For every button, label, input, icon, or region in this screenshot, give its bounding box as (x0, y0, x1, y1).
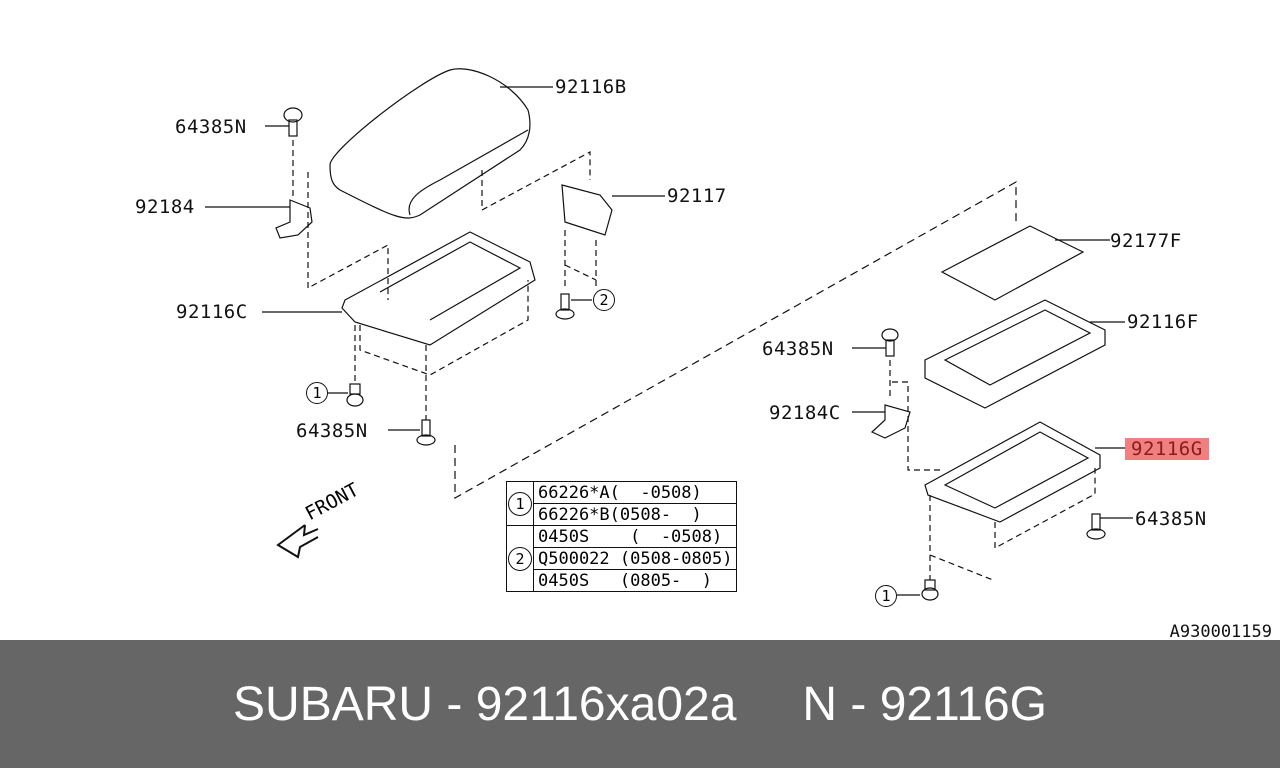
table-row: 66226*B(0508- ) (507, 503, 738, 526)
footer-banner: SUBARU - 92116xa02a N - 92116G (0, 640, 1280, 768)
clip-92184 (205, 140, 389, 300)
label-64385N-topleft: 64385N (175, 116, 247, 138)
tray-92116F (924, 299, 1125, 409)
callout-1-left: 1 (306, 382, 328, 404)
table-row: 2 0450S ( -0508) (506, 525, 738, 592)
label-64385N-bottomright: 64385N (1135, 508, 1207, 530)
label-92177F: 92177F (1110, 230, 1182, 252)
notes-cell: Q500022 (0508-0805) (532, 547, 738, 570)
callout-1-right: 1 (875, 585, 897, 607)
label-92116F: 92116F (1127, 311, 1199, 333)
reference-number: N - 92116G (802, 677, 1047, 731)
screw-2 (555, 293, 592, 320)
notes-key-1: 1 (506, 481, 534, 526)
bolt-1-left (328, 325, 427, 420)
table-row: 1 66226*A( -0508) (506, 481, 738, 526)
notes-table: 1 66226*A( -0508) 66226*B(0508- ) 2 0450… (506, 481, 738, 592)
diagram-drawing (205, 68, 1133, 601)
tray-92116G (924, 421, 1125, 581)
figure-id: A930001159 (1169, 622, 1272, 642)
parts-diagram: 92116B 64385N 92184 92117 92116C 64385N … (135, 68, 1272, 642)
notes-key-2: 2 (506, 525, 534, 592)
notes-cell: 0450S ( -0508) (532, 525, 738, 548)
callout-2: 2 (593, 289, 615, 311)
assembly-guide-line (454, 180, 1017, 500)
notes-cell: 66226*B(0508- ) (532, 503, 738, 526)
label-92184C: 92184C (769, 402, 841, 424)
screw-64385N-midright (852, 328, 940, 471)
bolt-1-right (897, 555, 939, 601)
label-64385N-midright: 64385N (762, 338, 834, 360)
screw-64385N-bottomright (1086, 513, 1133, 540)
screw-64385N-topleft (265, 107, 303, 137)
table-row: Q500022 (0508-0805) (507, 547, 738, 570)
label-92116C: 92116C (176, 301, 248, 323)
hinge-92117 (481, 150, 665, 288)
notes-cell: 66226*A( -0508) (532, 481, 738, 504)
mat-92177F (940, 225, 1110, 301)
screw-64385N-bottomleft (388, 419, 436, 446)
label-92184: 92184 (135, 196, 195, 218)
label-64385N-bottomleft: 64385N (296, 420, 368, 442)
label-92116G-highlighted[interactable]: 92116G (1125, 438, 1209, 460)
front-arrow-icon (276, 524, 319, 559)
label-92116B: 92116B (555, 76, 627, 98)
notes-cell: 0450S (0805- ) (532, 569, 738, 592)
table-row: 0450S (0805- ) (507, 569, 738, 592)
clip-92184C (852, 404, 911, 439)
brand-part-number: SUBARU - 92116xa02a (233, 677, 737, 731)
label-92117: 92117 (667, 185, 727, 207)
console-box-92116C (262, 231, 536, 376)
armrest-lid-92116B (329, 68, 553, 219)
